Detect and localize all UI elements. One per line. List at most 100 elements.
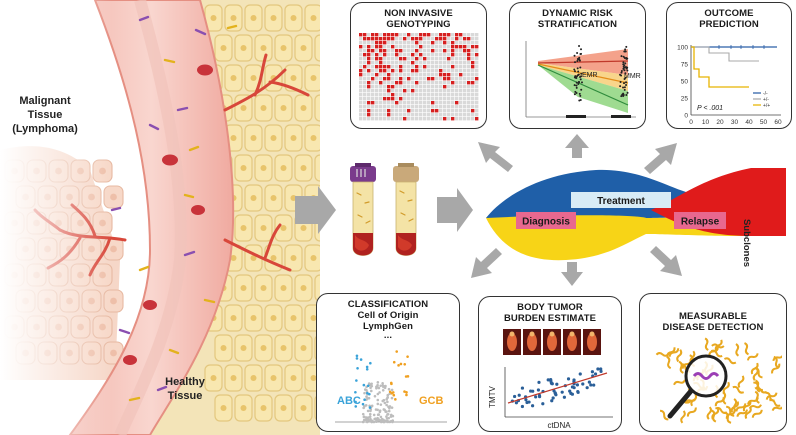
heatmap-cell [395, 61, 399, 65]
heatmap-cell [375, 85, 379, 89]
heatmap-cell [423, 41, 427, 45]
heatmap-cell [463, 101, 467, 105]
heatmap-cell [423, 93, 427, 97]
risk-point [622, 94, 625, 97]
cfdna-fragment [771, 363, 781, 374]
volcano-point [377, 386, 381, 390]
heatmap-cell [395, 97, 399, 101]
heatmap-cell [459, 65, 463, 69]
heatmap-cell [383, 97, 387, 101]
heatmap-cell [375, 61, 379, 65]
heatmap-cell [367, 57, 371, 61]
risk-point [575, 81, 578, 84]
heatmap-cell [399, 37, 403, 41]
heatmap-cell [427, 109, 431, 113]
heatmap-cell [447, 65, 451, 69]
heatmap-cell [399, 117, 403, 121]
volcano-point [388, 392, 391, 396]
heatmap-cell [423, 105, 427, 109]
cfdna-fragment [735, 403, 747, 412]
volcano-plot: ABC GCB [335, 350, 447, 424]
heatmap-cell [407, 69, 411, 73]
volcano-point [379, 403, 383, 406]
heatmap-cell [375, 41, 379, 45]
risk-point [573, 76, 576, 79]
risk-point [579, 52, 582, 55]
heatmap-cell [359, 69, 363, 73]
heatmap-cell [359, 37, 363, 41]
volcano-point [385, 415, 388, 418]
risk-point [574, 70, 577, 73]
heatmap-cell [375, 57, 379, 61]
heatmap-cell [407, 49, 411, 53]
heatmap-cell [411, 61, 415, 65]
heatmap-cell [363, 61, 367, 65]
diagnosis-label: Diagnosis [522, 217, 570, 228]
volcano-point-gcb [392, 393, 396, 397]
heatmap-cell [463, 85, 467, 89]
burden-point [578, 372, 582, 376]
heatmap-cell [471, 57, 475, 61]
heatmap-cell [391, 49, 395, 53]
heatmap-cell [463, 105, 467, 109]
burden-point [529, 389, 533, 393]
cfdna-fragment [726, 405, 735, 417]
heatmap-cell [387, 77, 391, 81]
heatmap-cell [415, 41, 419, 45]
heatmap-cell [475, 69, 479, 73]
volcano-point [372, 420, 376, 424]
heatmap-cell [371, 57, 375, 61]
heatmap-cell [463, 109, 467, 113]
heatmap-cell [391, 97, 395, 101]
burden-point [593, 372, 598, 376]
heatmap-cell [427, 105, 431, 109]
volcano-point-abc [355, 354, 359, 358]
heatmap-cell [387, 49, 391, 53]
heatmap-cell [451, 37, 455, 41]
volcano-point-abc [354, 400, 357, 404]
volcano-point-gcb [390, 382, 393, 386]
heatmap-cell [363, 41, 367, 45]
heatmap-cell [463, 89, 467, 93]
heatmap-cell [371, 37, 375, 41]
magnifier-handle [667, 388, 694, 419]
volcano-point [381, 381, 384, 385]
heatmap-cell [439, 49, 443, 53]
heatmap-cell [399, 81, 403, 85]
heatmap-cell [407, 89, 411, 93]
heatmap-cell [471, 93, 475, 97]
heatmap-cell [471, 77, 475, 81]
risk-point [622, 55, 625, 58]
heatmap-cell [375, 69, 379, 73]
heatmap-cell [367, 49, 371, 53]
heatmap-cell [431, 45, 435, 49]
heatmap-cell [419, 65, 423, 69]
heatmap-cell [475, 57, 479, 61]
volcano-point-gcb [406, 355, 409, 358]
heatmap-cell [419, 101, 423, 105]
heatmap-cell [367, 109, 371, 113]
arrow-to-genotyping [478, 142, 513, 172]
heatmap-cell [387, 117, 391, 121]
tissue-illustration: Malignant Tissue (Lymphoma) Healthy Tiss… [0, 0, 320, 435]
heatmap-cell [367, 97, 371, 101]
heatmap-cell [427, 45, 431, 49]
heatmap-cell [387, 69, 391, 73]
risk-band-orange [538, 63, 628, 91]
heatmap-cell [431, 113, 435, 117]
heatmap-cell [407, 97, 411, 101]
heatmap-cell [415, 81, 419, 85]
heatmap-cell [431, 77, 435, 81]
heatmap-cell [467, 93, 471, 97]
heatmap-cell [447, 37, 451, 41]
volcano-point [390, 396, 394, 400]
volcano-point [365, 388, 368, 392]
heatmap-cell [455, 45, 459, 49]
heatmap-cell [463, 45, 467, 49]
heatmap-cell [447, 41, 451, 45]
heatmap-cell [471, 101, 475, 105]
heatmap-cell [443, 33, 447, 37]
risk-point [574, 61, 577, 64]
heatmap-cell [363, 117, 367, 121]
risk-point [580, 75, 583, 78]
